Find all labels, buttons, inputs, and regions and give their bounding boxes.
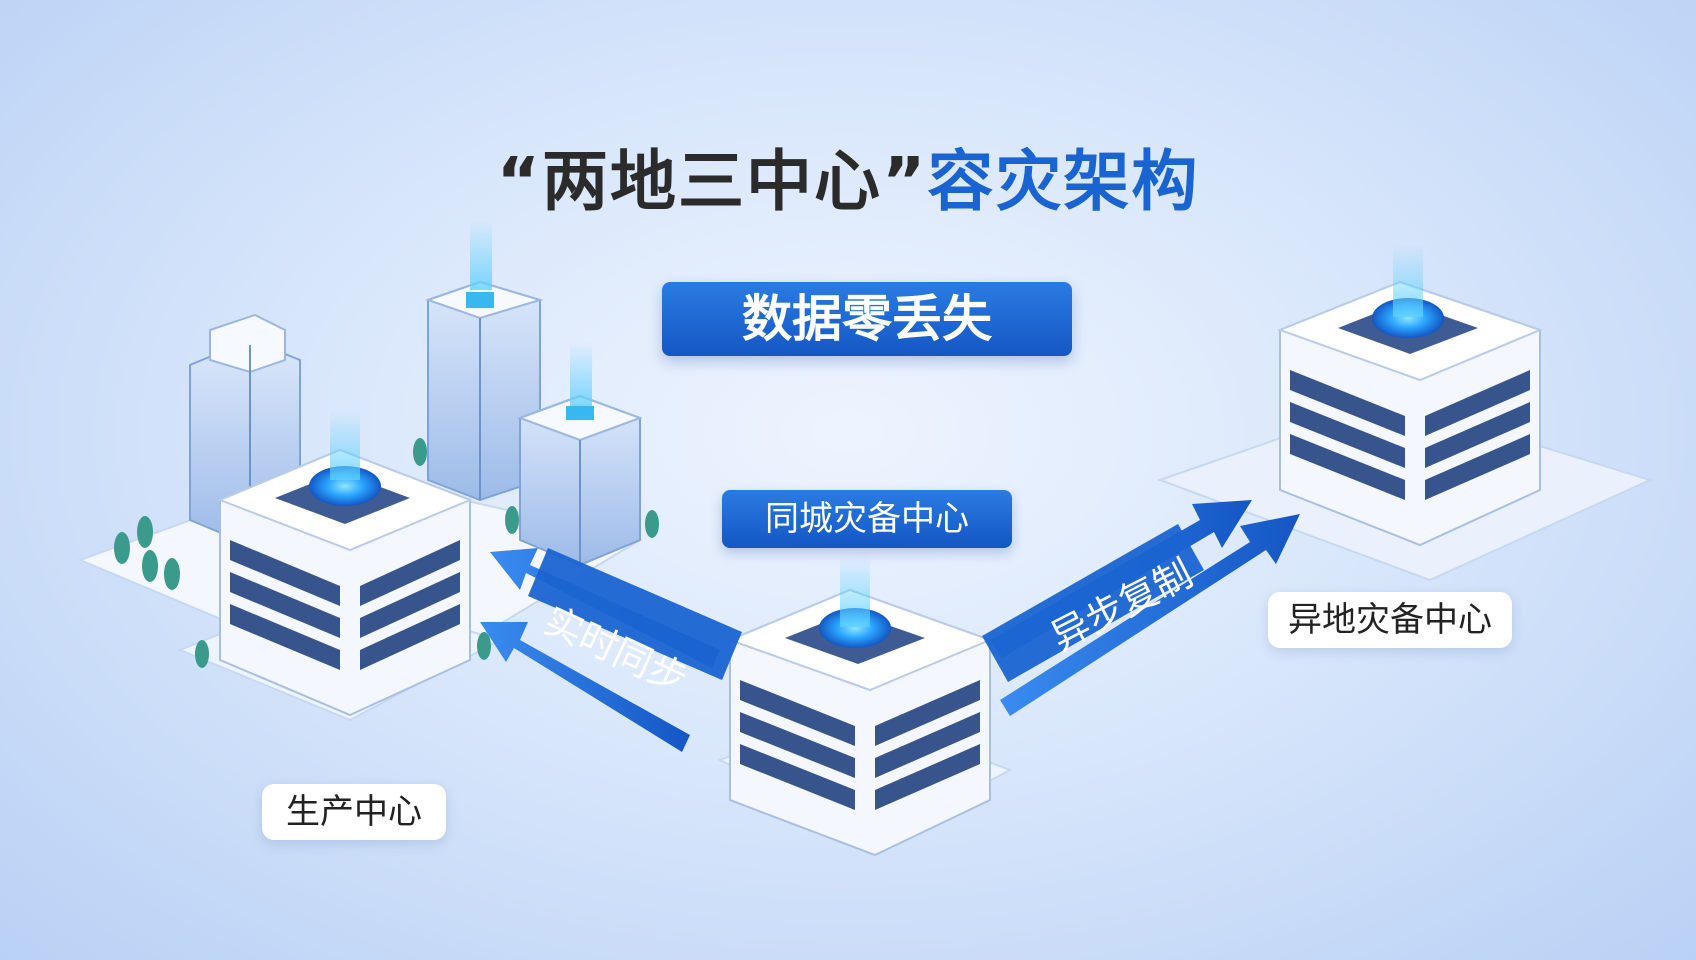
data-center-production xyxy=(217,410,473,717)
data-center-same-city xyxy=(727,555,993,857)
page-title: “两地三中心”容灾架构 xyxy=(0,128,1696,224)
async-label-band xyxy=(982,524,1204,682)
remote-center-label: 异地灾备中心 xyxy=(1268,592,1512,648)
title-part-1: “两地三中心” xyxy=(496,143,928,220)
title-part-2: 容灾架构 xyxy=(927,143,1200,220)
data-center-remote xyxy=(1277,245,1543,547)
sync-label-band xyxy=(528,548,742,680)
same-city-center-label: 同城灾备中心 xyxy=(722,490,1012,548)
zero-data-loss-banner: 数据零丢失 xyxy=(662,282,1072,356)
production-center-label: 生产中心 xyxy=(262,784,446,840)
tree-icon xyxy=(114,438,659,668)
office-tower-right xyxy=(517,342,643,567)
office-tower-middle xyxy=(424,220,544,502)
